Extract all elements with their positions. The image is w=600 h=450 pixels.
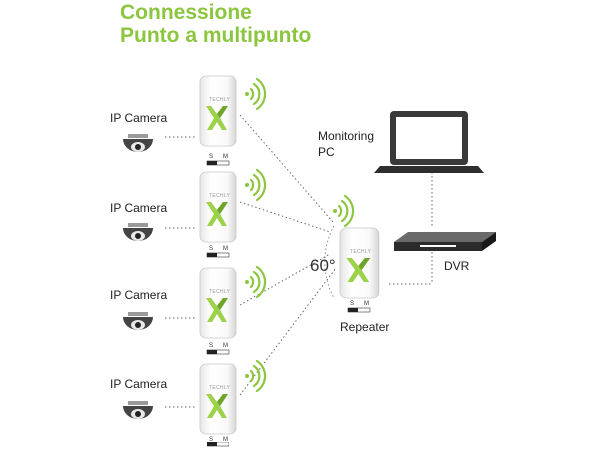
access-point-1	[199, 75, 237, 147]
mode-switch	[207, 442, 229, 447]
angle-arc	[324, 225, 335, 299]
camera-label-1: IP Camera	[110, 111, 168, 125]
switch-label-s: S	[209, 343, 214, 349]
angle-label: 60°	[310, 256, 336, 275]
camera-label-2: IP Camera	[110, 201, 168, 215]
switch-label-s: S	[209, 246, 214, 252]
brand-label: TECHLY	[209, 97, 231, 103]
repeater-label: Repeater	[340, 320, 390, 334]
camera-icon	[123, 134, 153, 152]
mode-switch	[206, 160, 230, 166]
switch-label-m: M	[364, 301, 369, 307]
wifi-icon	[243, 265, 267, 299]
mode-switch	[206, 252, 230, 258]
camera-label-4: IP Camera	[110, 377, 168, 391]
pc-label-line1: Monitoring	[318, 129, 375, 143]
camera-icon	[123, 223, 153, 241]
brand-label: TECHLY	[209, 385, 231, 391]
dvr-icon	[394, 232, 496, 251]
access-point-4	[199, 363, 237, 435]
title-line-1: Connessione	[120, 1, 252, 24]
links	[165, 114, 433, 408]
link-unit2-repeater	[239, 201, 331, 233]
mode-switch	[206, 349, 230, 355]
mode-switch	[347, 307, 371, 313]
title-line-2: Punto a multipunto	[120, 24, 312, 47]
switch-label-m: M	[223, 246, 228, 252]
brand-label: TECHLY	[209, 289, 231, 295]
switch-label-s: S	[350, 301, 355, 307]
access-point-3	[199, 267, 237, 339]
wifi-icon	[243, 359, 267, 393]
switch-label-s: S	[209, 154, 214, 160]
switch-label-m: M	[223, 343, 228, 349]
wifi-icon	[243, 77, 267, 111]
wifi-icon	[243, 168, 267, 202]
access-point-2	[199, 171, 237, 243]
link-unit4-repeater	[239, 267, 337, 396]
switch-label-m: M	[223, 154, 228, 160]
camera-icon	[123, 401, 153, 419]
switch-label-m: M	[223, 437, 228, 443]
brand-label: TECHLY	[350, 249, 372, 255]
repeater-unit	[339, 227, 380, 299]
link-unit3-repeater	[239, 253, 331, 306]
camera-label-3: IP Camera	[110, 288, 168, 302]
dvr-label: DVR	[444, 259, 470, 273]
brand-label: TECHLY	[209, 193, 231, 199]
camera-icon	[123, 312, 153, 330]
laptop-icon	[374, 111, 484, 173]
switch-label-s: S	[209, 437, 214, 443]
pc-label-line2: PC	[318, 145, 335, 159]
wifi-icon	[331, 194, 355, 228]
